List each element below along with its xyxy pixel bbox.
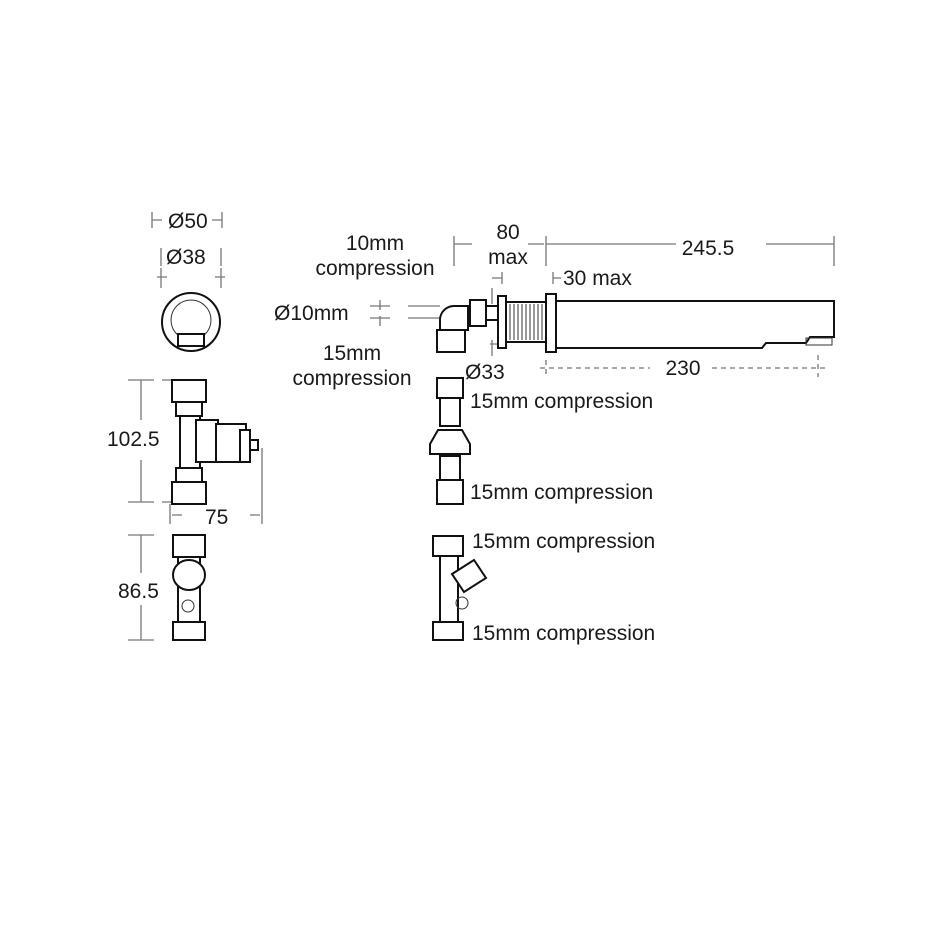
solenoid-side-drawing: 15mm compression 15mm compression xyxy=(429,377,653,505)
strainer-bottom-connection-label: 15mm compression xyxy=(472,622,655,645)
isolating-height-label: 86.5 xyxy=(118,580,159,603)
strainer-top-connection-label: 15mm compression xyxy=(472,530,655,553)
isolating-valve-drawing: 86.5 xyxy=(118,534,206,641)
solenoid-height-label: 102.5 xyxy=(107,428,160,451)
projection-label: 245.5 xyxy=(682,237,735,260)
outlet-projection-label: 230 xyxy=(665,357,700,380)
boss-diameter-label: Ø33 xyxy=(465,361,505,384)
inlet-diameter-label: Ø10mm xyxy=(274,302,349,325)
inlet-connection-line1: 10mm xyxy=(346,232,404,255)
strainer-drawing: 15mm compression 15mm compression xyxy=(432,530,655,645)
trim-outer-diameter-label: Ø50 xyxy=(168,210,208,233)
outlet-connection-line1: 15mm xyxy=(323,342,381,365)
spout-drawing: Ø10mm 10mm compression 80 max 245.5 30 m… xyxy=(274,221,835,390)
outlet-connection-line2: compression xyxy=(292,367,411,390)
fixing-depth-line2: max xyxy=(488,246,528,269)
trim-plate-drawing: Ø50 Ø38 xyxy=(151,210,225,352)
fixing-depth-line1: 80 xyxy=(496,221,519,244)
solenoid-valve-drawing: 102.5 75 xyxy=(107,379,263,529)
wall-thickness-label: 30 max xyxy=(563,267,632,290)
solenoid-depth-label: 75 xyxy=(205,506,228,529)
trim-inner-diameter-label: Ø38 xyxy=(166,246,206,269)
solenoid-bottom-connection-label: 15mm compression xyxy=(470,481,653,504)
inlet-connection-line2: compression xyxy=(315,257,434,280)
solenoid-top-connection-label: 15mm compression xyxy=(470,390,653,413)
